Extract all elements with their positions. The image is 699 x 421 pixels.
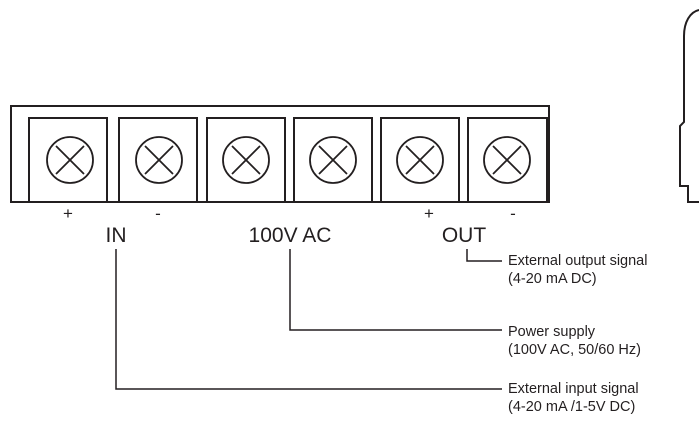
polarity-label-1: + <box>63 204 73 223</box>
polarity-label-5: + <box>424 204 434 223</box>
screw-x-icon <box>396 136 444 184</box>
callout-output-detail: (4-20 mA DC) <box>508 271 597 287</box>
leader-line-input <box>115 249 502 390</box>
terminal-4 <box>293 117 373 203</box>
terminal-housing <box>467 117 548 203</box>
leader-line-output <box>466 249 502 262</box>
device-outline <box>679 9 699 203</box>
screw-x-icon <box>483 136 531 184</box>
callout-output-title: External output signal <box>508 253 647 269</box>
callout-power-title: Power supply <box>508 324 596 340</box>
polarity-label-6: - <box>510 204 516 223</box>
terminal-housing <box>28 117 108 203</box>
terminal-2 <box>118 117 198 203</box>
screw-x-icon <box>222 136 270 184</box>
terminal-housing <box>118 117 198 203</box>
callout-input-title: External input signal <box>508 381 639 397</box>
terminal-1 <box>28 117 108 203</box>
polarity-label-2: - <box>155 204 161 223</box>
group-label-in: IN <box>106 224 127 247</box>
callout-power-detail: (100V AC, 50/60 Hz) <box>508 342 641 358</box>
terminal-housing <box>380 117 460 203</box>
terminal-5 <box>380 117 460 203</box>
callout-input-detail: (4-20 mA /1-5V DC) <box>508 399 635 415</box>
screw-x-icon <box>135 136 183 184</box>
group-label-out: OUT <box>442 224 487 247</box>
screw-x-icon <box>46 136 94 184</box>
terminal-3 <box>206 117 286 203</box>
terminal-housing <box>293 117 373 203</box>
group-label-ac: 100V AC <box>249 224 332 247</box>
terminal-housing <box>206 117 286 203</box>
terminal-6 <box>467 117 548 203</box>
screw-x-icon <box>309 136 357 184</box>
leader-line-power <box>289 249 502 331</box>
